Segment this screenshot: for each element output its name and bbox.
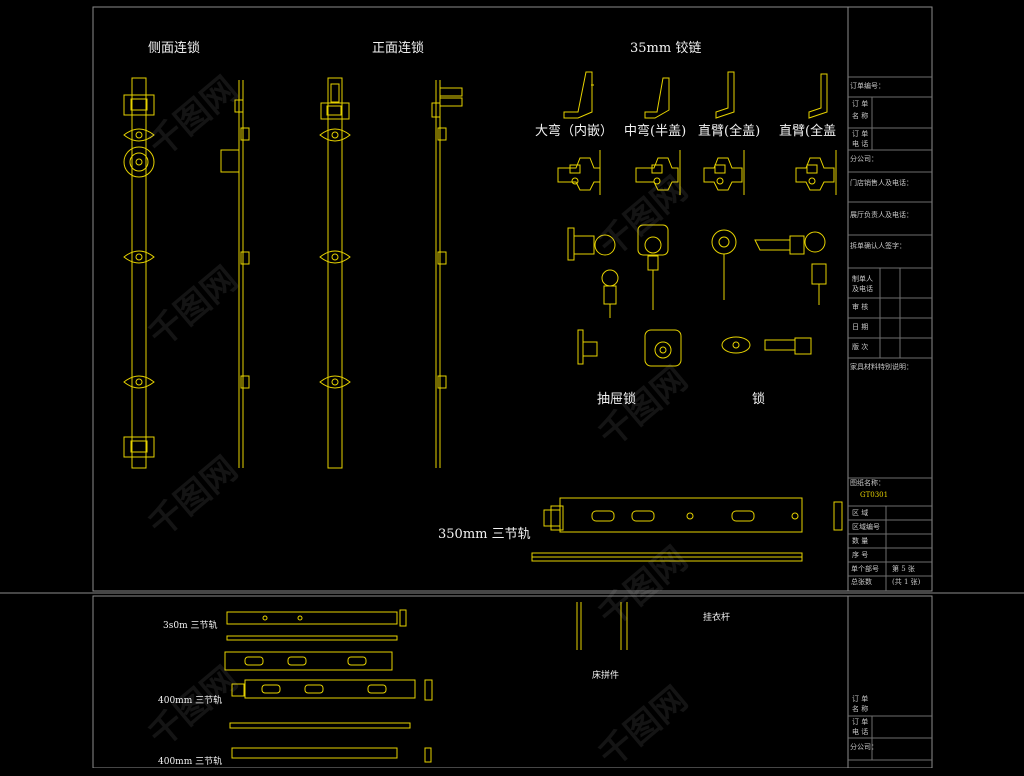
hinge-straight-a [715,71,735,119]
tb-order-2: 订 单 [852,130,869,138]
tb-version: 版 次 [852,343,869,351]
hanger-bracket [576,602,628,650]
label-drawer-lock: 抽屉锁 [597,392,637,407]
lock-escutcheon [721,336,751,354]
rail-400-d [231,747,432,763]
tb-order-no: 订单编号： [850,82,885,90]
rail-small-bottom [226,635,398,641]
label-mid-bend: 中弯(半盖) [624,124,687,139]
label-rail-400a: 400mm 三节轨 [158,696,223,706]
tb-review: 审 核 [852,303,869,311]
rail-small-top [226,609,407,627]
lock-handle-a [754,231,827,305]
cam-lock-side [567,227,619,318]
hinge-cup-3 [703,150,745,195]
tb-maker: 制单人 [852,275,873,283]
hinge-large-bend [563,71,594,119]
tb2-phone: 电 话 [852,728,869,736]
hinge-cup-4 [795,150,837,195]
label-lock: 锁 [752,392,766,407]
drawer-lock-side [577,329,598,365]
tb-store-sales: 门店销售人及电话： [850,179,913,187]
label-rail-small: 3s0m 三节轨 [163,621,218,631]
tb-quantity: 数 量 [852,537,869,545]
title-block-grid [848,76,932,761]
hinge-cup-2 [635,150,681,195]
lock-key-a [711,229,737,300]
tb-drawing-code: GT0301 [860,491,889,499]
tb-drawing-name-label: 图纸名称： [850,479,885,487]
tb-phone: 电 话 [852,140,869,148]
tb2-name: 名 称 [852,705,869,713]
label-straight-a: 直臂(全盖) [698,124,761,139]
rail-400-c [229,722,411,729]
label-big-bend: 大弯（内嵌） [535,124,614,139]
label-front-lock: 正面连锁 [372,41,425,56]
drawer-lock-front [644,329,682,367]
label-side-lock: 侧面连锁 [148,41,201,56]
tb-name: 名 称 [852,112,869,120]
hinge-cup-1 [557,150,601,195]
tb-hall-manager: 展厅负责人及电话： [850,211,913,219]
tb-serial: 序 号 [852,551,869,559]
label-straight-b: 直臂(全盖 [779,124,837,139]
cam-lock-front [637,224,669,310]
tb-region-no: 区域编号 [852,523,880,531]
rail-400-a [224,651,393,671]
side-chain-lock-a [123,77,155,469]
label-hanger: 挂衣杆 [703,613,731,623]
label-bed-part: 床拼件 [592,671,620,681]
tb-branch: 分公司： [850,155,878,163]
tb-confirm: 拆单确认人签字： [850,242,906,250]
tb-order: 订 单 [852,100,869,108]
tb2-branch: 分公司： [850,743,878,751]
tb-date: 日 期 [852,323,869,331]
rail-350-bottom [531,552,803,562]
tb2-order-2: 订 单 [852,718,869,726]
rail-400-b [231,679,433,701]
label-hinge: 35mm 铰链 [630,41,702,56]
front-chain-lock-b [431,80,463,468]
sheet-frame [0,6,1024,768]
hinge-straight-b [808,73,828,119]
label-rail-350: 350mm 三节轨 [438,527,531,542]
tb2-order: 订 单 [852,695,869,703]
rail-350-top [543,497,843,533]
side-chain-lock-b [220,80,250,468]
tb-order-code-val: 第 5 张 [892,565,915,573]
tb-sheet-total-label: 总张数 [851,578,872,586]
lock-handle-b [764,337,812,355]
front-chain-lock-a [319,77,351,469]
label-rail-400b: 400mm 三节轨 [158,757,223,767]
tb-order-code-label: 单个部号 [851,565,879,573]
hinge-half-bend [644,77,670,119]
tb-material-note: 家具材料特别说明： [850,363,913,371]
tb-sheet-total-val: (共 1 张) [892,578,921,586]
tb-maker-phone: 及电话 [852,285,873,293]
tb-region: 区 域 [852,509,869,517]
